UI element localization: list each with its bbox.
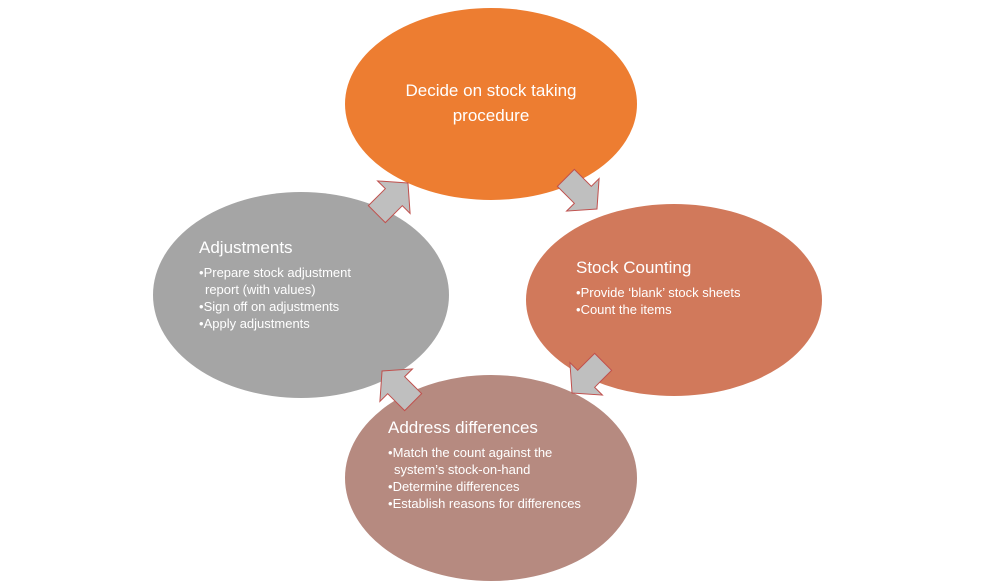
list-item: Determine differences: [393, 478, 588, 495]
list-item: Establish reasons for differences: [393, 495, 588, 512]
address-differences-title: Address differences: [388, 418, 538, 437]
stock-counting-bullets: Provide ‘blank’ stock sheets Count the i…: [576, 284, 812, 318]
adjustments-label: Adjustments Prepare stock adjustment rep…: [199, 236, 389, 332]
stock-counting-title: Stock Counting: [576, 258, 692, 277]
adjustments-bullets: Prepare stock adjustment report (with va…: [199, 264, 379, 332]
arrow-address-to-adjustments: [379, 368, 423, 412]
list-item: Provide ‘blank’ stock sheets: [581, 284, 812, 301]
stock-counting-label: Stock Counting Provide ‘blank’ stock she…: [576, 256, 812, 318]
list-item: Apply adjustments: [204, 315, 379, 332]
adjustments-title: Adjustments: [199, 238, 293, 257]
list-item: Sign off on adjustments: [204, 298, 379, 315]
arrow-decide-to-counting: [556, 168, 600, 212]
list-item: Match the count against the system’s sto…: [393, 444, 588, 478]
address-differences-label: Address differences Match the count agai…: [388, 416, 608, 512]
address-differences-bullets: Match the count against the system’s sto…: [388, 444, 588, 512]
arrow-counting-to-address: [569, 352, 613, 396]
list-item: Prepare stock adjustment report (with va…: [204, 264, 379, 298]
decide-procedure-circle: [345, 8, 637, 200]
arrow-adjustments-to-decide: [367, 180, 411, 224]
decide-procedure-label: Decide on stock taking procedure: [380, 78, 602, 128]
decide-procedure-title: Decide on stock taking procedure: [405, 81, 577, 125]
list-item: Count the items: [581, 301, 812, 318]
